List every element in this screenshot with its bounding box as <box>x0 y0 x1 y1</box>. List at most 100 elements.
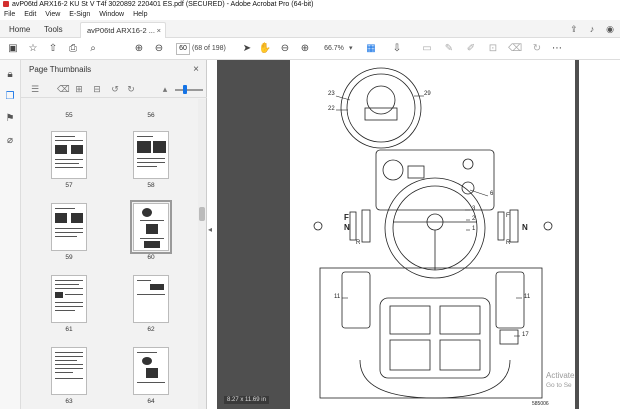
small-thumb-icon[interactable]: ▴ <box>162 84 168 94</box>
page-down-icon[interactable]: ⊖ <box>154 43 164 54</box>
extract-page-icon[interactable]: ⊞ <box>75 84 83 94</box>
upload-icon[interactable]: ⇧ <box>48 43 58 54</box>
direction-letter: R <box>506 240 511 246</box>
share-icon[interactable]: ⇪ <box>570 24 578 34</box>
callout-label: 6 <box>490 191 494 197</box>
thumbnail-page[interactable] <box>133 275 169 323</box>
account-icon[interactable]: ◉ <box>606 24 614 34</box>
thumbnail-page[interactable] <box>51 347 87 395</box>
figure-code: 585006 <box>532 401 549 407</box>
right-sidebar <box>579 60 620 409</box>
delete-icon[interactable]: ⌫ <box>508 43 523 54</box>
hand-icon[interactable]: ✋ <box>258 43 272 54</box>
comment-icon[interactable]: ▭ <box>422 43 432 54</box>
bell-icon[interactable]: ♪ <box>589 24 595 34</box>
thumbnail-label: 57 <box>65 182 73 189</box>
thumbnail-size-slider[interactable] <box>175 89 203 91</box>
tab-document-label: avP06td ARX16-2 ... <box>87 26 155 35</box>
main-toolbar: ▣ ☆ ⇧ ⎙ ⌕ ⊕ ⊖ 60 (68 of 198) ➤ ✋ ⊖ ⊕ 66.… <box>0 38 620 60</box>
callout-label: 22 <box>328 106 335 112</box>
direction-letter: R <box>356 240 361 246</box>
page-count: (68 of 198) <box>192 45 226 52</box>
menu-help[interactable]: Help <box>133 11 148 18</box>
direction-letter: F <box>506 213 510 219</box>
scrollbar-thumb[interactable] <box>199 207 205 221</box>
menu-window[interactable]: Window <box>99 11 125 18</box>
tab-home[interactable]: Home <box>9 25 31 34</box>
zoom-level[interactable]: 66.7% <box>324 45 344 52</box>
thumbnail-label: 56 <box>147 112 155 119</box>
draw-icon[interactable]: ✐ <box>466 43 476 54</box>
select-cursor-icon[interactable]: ➤ <box>242 43 252 54</box>
dashboard-illustration <box>313 67 553 399</box>
stamp-icon[interactable]: ⊡ <box>488 43 498 54</box>
panel-title: Page Thumbnails <box>29 65 92 74</box>
tab-document[interactable]: avP06td ARX16-2 ... × <box>80 22 166 38</box>
close-icon[interactable]: × <box>193 64 199 75</box>
direction-letter: N <box>522 223 528 232</box>
page-display-icon[interactable]: ▦ <box>366 43 376 54</box>
menu-edit[interactable]: Edit <box>24 11 37 18</box>
page-up-icon[interactable]: ⊕ <box>134 43 144 54</box>
zoom-out-icon[interactable]: ⊖ <box>280 43 290 54</box>
more-icon[interactable]: ⋯ <box>552 43 562 54</box>
tab-bar: Home Tools avP06td ARX16-2 ... × ⇪ ♪ ◉ <box>0 20 620 38</box>
thumbnail-scrollbar[interactable] <box>198 99 206 409</box>
close-tab-icon[interactable]: × <box>156 26 161 35</box>
callout-label: 29 <box>424 91 431 97</box>
scroll-mode-icon[interactable]: ⇩ <box>392 43 402 54</box>
callout-label: 1 <box>472 226 476 232</box>
star-icon[interactable]: ☆ <box>28 43 38 54</box>
thumbnail-page[interactable] <box>51 131 87 179</box>
tab-tools[interactable]: Tools <box>44 25 63 34</box>
highlight-icon[interactable]: ✎ <box>444 43 454 54</box>
slider-knob[interactable] <box>183 85 187 94</box>
options-menu-icon[interactable]: ☰ <box>30 84 40 94</box>
thumbnail-page[interactable] <box>133 347 169 395</box>
thumbnail-page[interactable] <box>51 275 87 323</box>
watermark-line2: Go to Se <box>546 382 572 389</box>
callout-label: 23 <box>328 91 335 97</box>
direction-letter: N <box>344 223 350 232</box>
direction-letter: F <box>344 213 349 222</box>
menu-file[interactable]: File <box>4 11 16 18</box>
thumbnail-label: 58 <box>147 182 155 189</box>
page-number-input[interactable]: 60 <box>176 43 190 55</box>
document-canvas[interactable]: 23 22 29 6 3 2 1 11 11 17 F N R F N R 58… <box>217 60 620 409</box>
callout-label: 11 <box>334 294 341 300</box>
lock-icon[interactable]: 🔒︎ <box>7 69 13 80</box>
zoom-in-icon[interactable]: ⊕ <box>300 43 310 54</box>
save-icon[interactable]: ▣ <box>8 43 18 54</box>
menu-view[interactable]: View <box>45 11 61 18</box>
callout-label: 17 <box>522 332 529 338</box>
page-size-indicator: 8.27 x 11.69 in <box>224 396 269 404</box>
rotate-cw-icon[interactable]: ↻ <box>127 84 135 94</box>
callout-label: 3 <box>472 206 476 212</box>
thumbnail-label: 63 <box>65 398 73 405</box>
thumbnail-label: 59 <box>65 254 73 261</box>
thumbnail-label: 55 <box>65 112 73 119</box>
rotate-ccw-icon[interactable]: ↺ <box>111 84 119 94</box>
print-icon[interactable]: ⎙ <box>69 43 77 54</box>
chevron-down-icon[interactable]: ▾ <box>349 45 353 52</box>
collapse-panel-icon[interactable]: ◂ <box>208 225 213 234</box>
bookmark-icon[interactable]: ⚑ <box>5 113 15 124</box>
thumbnails-icon[interactable]: ❐ <box>5 91 15 102</box>
panel-toolbar: ☰ ⌫ ⊞ ⊟ ↺ ↻ ▴ <box>21 80 207 98</box>
thumbnail-page[interactable] <box>133 131 169 179</box>
callout-label: 11 <box>524 294 531 300</box>
window-title: avP06td ARX16-2 KU St V T4f 3020892 2204… <box>12 1 314 8</box>
rotate-icon[interactable]: ↻ <box>532 43 542 54</box>
insert-page-icon[interactable]: ⊟ <box>93 84 101 94</box>
attachment-icon[interactable]: ⌀ <box>6 135 14 146</box>
menu-bar: File Edit View E-Sign Window Help <box>0 10 620 20</box>
thumbnail-list: 55 56 57 58 59 60 <box>21 99 199 409</box>
delete-page-icon[interactable]: ⌫ <box>57 84 70 94</box>
thumbnail-page[interactable] <box>51 203 87 251</box>
search-icon[interactable]: ⌕ <box>90 43 96 54</box>
menu-esign[interactable]: E-Sign <box>69 11 91 18</box>
callout-label: 2 <box>472 216 476 222</box>
thumbnail-label: 64 <box>147 398 155 405</box>
thumbnail-page-selected[interactable] <box>130 200 172 254</box>
tab-bar-actions: ⇪ ♪ ◉ <box>562 23 616 35</box>
